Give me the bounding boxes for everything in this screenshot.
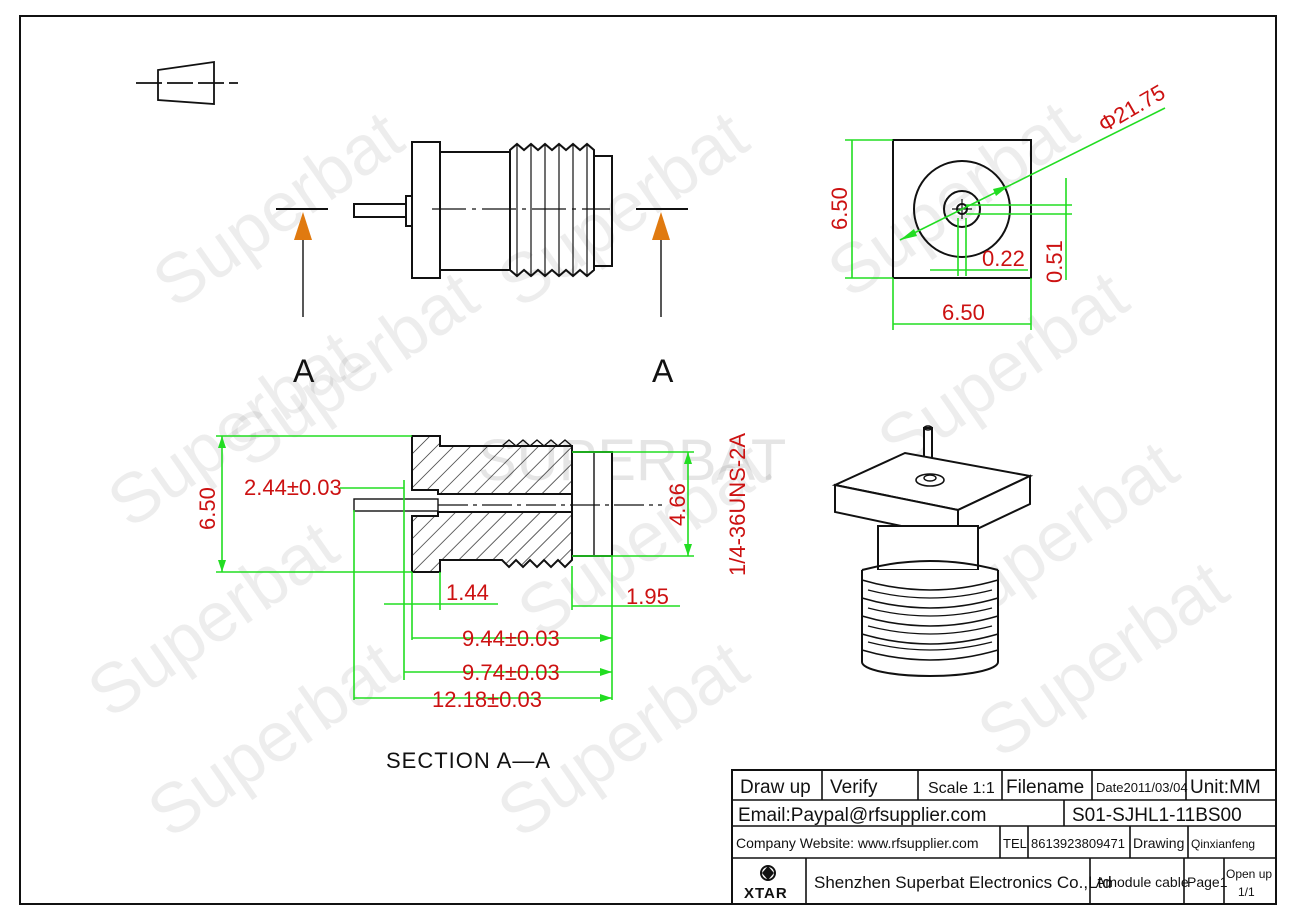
tb-drawer: Qinxianfeng: [1191, 837, 1255, 851]
title-block: Draw up Verify Scale 1:1 Filename Date20…: [731, 769, 1277, 905]
dim-length-3: 12.18±0.03: [432, 687, 542, 712]
dim-pin-offset: 0.51: [1042, 240, 1067, 283]
dim-section-height: 6.50: [195, 487, 220, 530]
tb-company: Shenzhen Superbat Electronics Co.,Ltd: [814, 873, 1112, 892]
tb-part-number: S01-SJHL1-11BS00: [1072, 805, 1242, 826]
tb-page: Page1: [1187, 874, 1228, 890]
dim-front-height: 6.50: [827, 187, 852, 230]
section-label-a-left: A: [293, 353, 315, 389]
front-dimension-lines: [845, 107, 1166, 330]
side-view: [353, 141, 613, 279]
tb-tel: 8613923809471: [1031, 836, 1125, 851]
tb-website: Company Website: www.rfsupplier.com: [736, 835, 979, 851]
dim-tip: 1.95: [626, 584, 669, 609]
tb-verify: Verify: [830, 777, 878, 798]
watermark: Superbat: [864, 255, 1141, 482]
dim-outer-diameter: Φ21.75: [1094, 79, 1169, 137]
tb-date: Date2011/03/04: [1096, 780, 1188, 795]
section-arrow-right: [636, 208, 688, 317]
tb-draw-up: Draw up: [740, 777, 811, 798]
tb-logo-text: XTAR: [744, 885, 788, 902]
dim-pin-diameter: 0.22: [982, 246, 1025, 271]
dim-flange: 1.44: [446, 580, 489, 605]
dim-length-1: 9.44±0.03: [462, 626, 560, 651]
isometric-view: [831, 425, 1034, 677]
section-title: SECTION A—A: [386, 748, 551, 773]
dim-pin-length: 2.44±0.03: [244, 475, 342, 500]
tb-open-up: Open up: [1226, 867, 1272, 881]
tb-email: Email:Paypal@rfsupplier.com: [738, 805, 986, 826]
tb-drawing-label: Drawing: [1133, 835, 1184, 851]
drawing-border: [19, 15, 1277, 905]
tb-scale: Scale 1:1: [928, 780, 995, 797]
tb-tel-label: TEL: [1003, 836, 1027, 851]
section-dimension-lines: [216, 435, 694, 702]
section-arrow-left: [276, 208, 328, 317]
tb-unit: Unit:MM: [1190, 777, 1261, 798]
projection-symbol: [136, 60, 238, 105]
tb-open-up-count: 1/1: [1238, 885, 1255, 899]
tb-product: Amodule cable: [1096, 874, 1189, 890]
dim-bore: 4.66: [665, 483, 690, 526]
dim-length-2: 9.74±0.03: [462, 660, 560, 685]
dim-front-width: 6.50: [942, 300, 985, 325]
tb-filename: Filename: [1006, 777, 1084, 798]
xtar-logo-icon: XTAR: [744, 865, 788, 902]
dim-thread-spec: 1/4-36UNS-2A: [725, 433, 750, 576]
section-label-a-right: A: [652, 353, 674, 389]
